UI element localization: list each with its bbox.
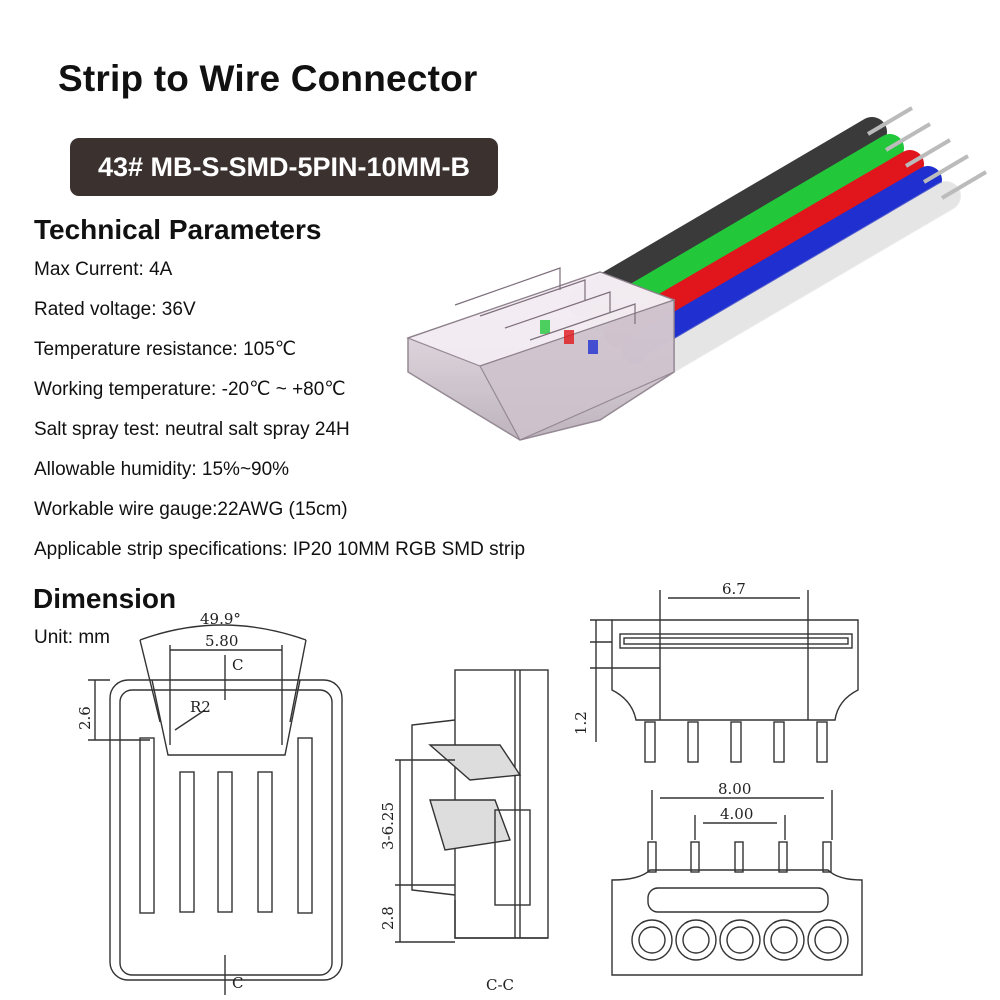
dim-section-height: 3-6.25	[379, 802, 397, 850]
dim-section-mark-top: C	[232, 656, 243, 674]
param-strip-spec: Applicable strip specifications: IP20 10…	[34, 539, 526, 560]
dim-pitch: 4.00	[720, 805, 753, 823]
technical-parameters-heading: Technical Parameters	[34, 214, 322, 245]
dim-radius: R2	[190, 698, 211, 716]
param-temperature-resistance: Temperature resistance: 105℃	[34, 339, 297, 360]
bottom-pins	[647, 841, 832, 873]
model-badge: 43# MB-S-SMD-5PIN-10MM-B	[70, 138, 498, 196]
technical-parameters-list: Max Current: 4A Rated voltage: 36V Tempe…	[34, 258, 525, 578]
front-pins	[644, 721, 828, 763]
dim-section-mark-bottom: C	[232, 974, 243, 992]
connector-shell	[406, 267, 676, 441]
param-wire-gauge: Workable wire gauge:22AWG (15cm)	[34, 499, 348, 520]
param-humidity: Allowable humidity: 15%~90%	[34, 459, 290, 480]
bottom-sockets	[631, 919, 849, 961]
param-salt-spray: Salt spray test: neutral salt spray 24H	[34, 419, 350, 440]
dim-left-height: 2.6	[76, 706, 94, 730]
bottom-view-drawing	[611, 790, 863, 976]
dim-top-width: 5.80	[205, 632, 238, 650]
unit-label: Unit: mm	[34, 627, 110, 648]
param-max-current: Max Current: 4A	[34, 259, 173, 280]
dim-section-caption: C-C	[486, 976, 514, 994]
page-title: Strip to Wire Connector	[58, 58, 478, 99]
front-view-drawing	[590, 590, 859, 763]
dim-pitch-total: 8.00	[718, 780, 751, 798]
param-working-temperature: Working temperature: -20℃ ~ +80℃	[34, 379, 346, 400]
param-rated-voltage: Rated voltage: 36V	[34, 299, 196, 320]
dim-front-width: 6.7	[722, 580, 746, 598]
top-view-drawing	[88, 624, 343, 995]
dim-front-height: 1.2	[572, 711, 590, 735]
dimension-heading: Dimension	[33, 583, 177, 614]
section-view-drawing	[395, 669, 549, 943]
dim-section-bottom: 2.8	[379, 906, 397, 930]
dim-angle: 49.9°	[200, 610, 241, 628]
